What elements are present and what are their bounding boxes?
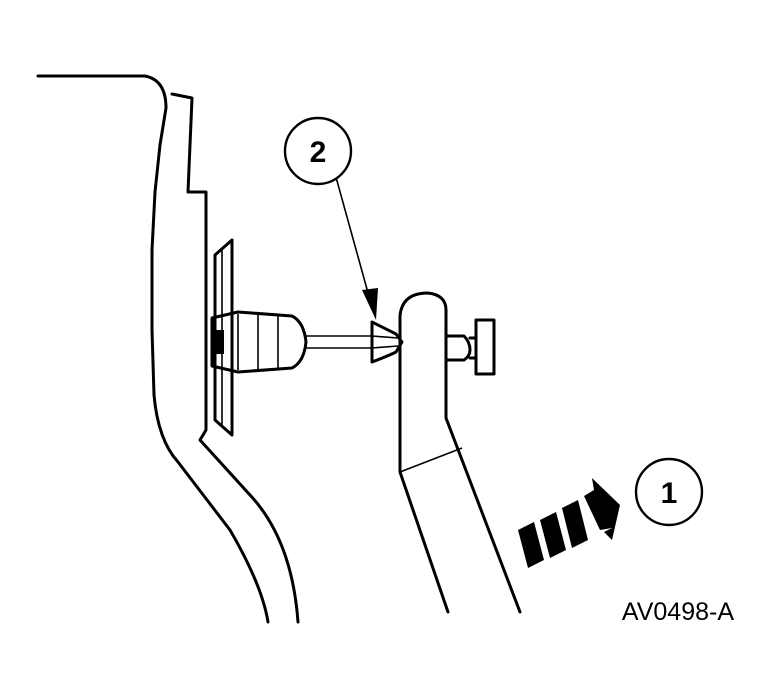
tool-knob: [444, 318, 496, 376]
push-pin-clip: [210, 238, 372, 437]
clip-body: [210, 310, 308, 374]
callout-1-number: 1: [661, 477, 678, 510]
removal-tool: [370, 291, 522, 614]
callout-2-leader: [333, 169, 378, 320]
panel-inner-edge: [170, 92, 300, 624]
callout-2: 2: [283, 116, 353, 186]
direction-arrow: [518, 478, 620, 568]
callout-1: 1: [634, 457, 704, 527]
tool-fork-tip: [370, 320, 404, 364]
arrow-head: [584, 478, 620, 540]
panel-outer-edge: [36, 74, 270, 624]
figure-reference-code: AV0498-A: [622, 598, 734, 626]
tool-handle: [398, 291, 522, 614]
callout-2-number: 2: [310, 136, 327, 169]
trim-panel: [36, 74, 300, 624]
